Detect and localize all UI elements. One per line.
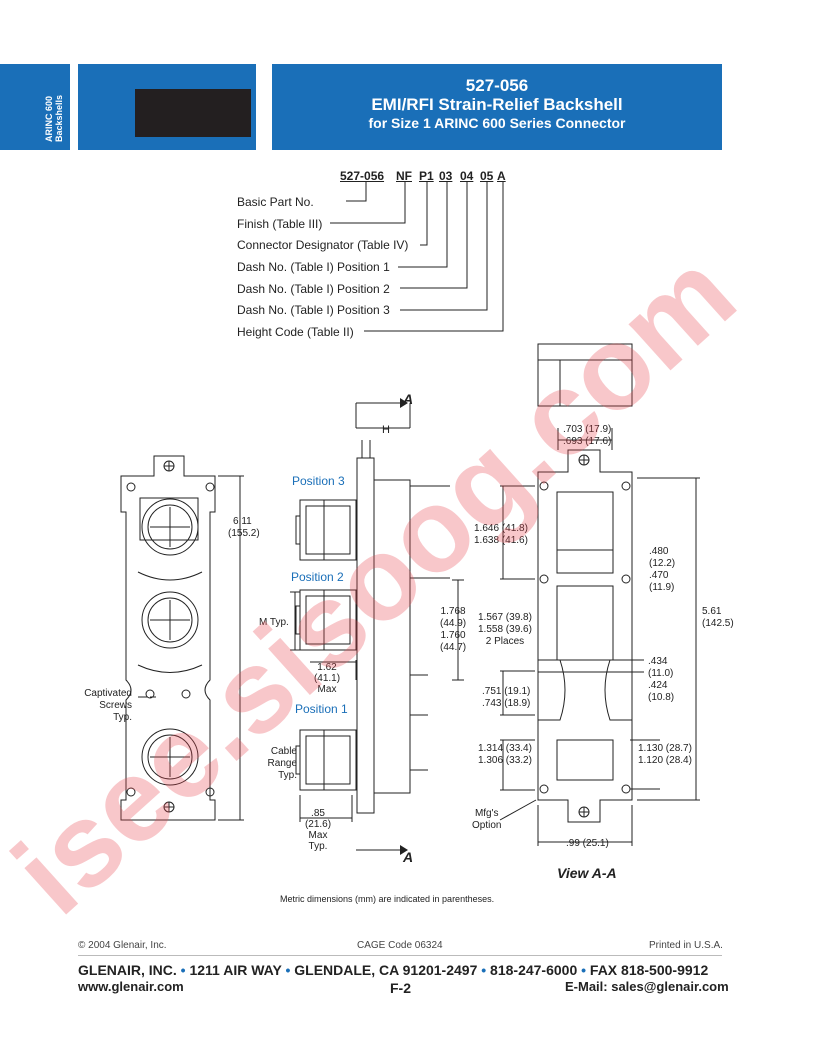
pn-label-height: Height Code (Table II) [237, 325, 354, 339]
pn-height: A [497, 169, 506, 183]
pn-finish: NF [396, 169, 412, 183]
pn-basic: 527-056 [340, 169, 385, 183]
dim-5-61: 5.61(142.5) [702, 606, 734, 629]
section-a-bottom: A [403, 849, 414, 865]
pn-label-dash3: Dash No. (Table I) Position 3 [237, 303, 390, 317]
dim-0-434: .434(11.0).424(10.8) [648, 656, 675, 703]
website-link[interactable]: www.glenair.com [78, 979, 184, 994]
address-line: GLENAIR, INC. • 1211 AIR WAY • GLENDALE,… [78, 962, 709, 978]
dim-0-480: .480(12.2).470(11.9) [649, 546, 676, 593]
page-header: 527-056 EMI/RFI Strain-Relief Backshell … [272, 64, 722, 150]
header-part-number: 527-056 [465, 76, 529, 95]
page-number: F-2 [390, 980, 411, 996]
position-3-label: Position 3 [292, 474, 345, 488]
pn-dash3: 05 [480, 169, 494, 183]
view-a-a-label: View A-A [557, 865, 617, 881]
pn-label-basic: Basic Part No. [237, 195, 314, 209]
cage-code: CAGE Code 06324 [357, 940, 443, 951]
section-a-top: A [403, 391, 414, 407]
dim-1-314: 1.314 (33.4)1.306 (33.2) [478, 743, 532, 766]
header-subtitle: for Size 1 ARINC 600 Series Connector [368, 115, 626, 131]
pn-label-dash2: Dash No. (Table I) Position 2 [237, 282, 390, 296]
dim-155-2: (155.2) [228, 528, 260, 539]
printed-in: Printed in U.S.A. [649, 940, 723, 951]
dim-1-768: 1.768(44.9)1.760(44.7) [440, 606, 467, 653]
logo-placeholder [135, 89, 251, 137]
metric-note: Metric dimensions (mm) are indicated in … [280, 894, 495, 904]
dim-1-646: 1.646 (41.8)1.638 (41.6) [474, 523, 528, 546]
pn-label-finish: Finish (Table III) [237, 217, 323, 231]
dim-h-label: H [382, 424, 390, 436]
position-1-label: Position 1 [295, 702, 348, 716]
dim-0-703: .703 (17.9).693 (17.6) [563, 424, 612, 447]
m-typ-label: M Typ. [259, 617, 289, 628]
dim-6-11: 6.11 [233, 516, 252, 527]
pn-label-dash1: Dash No. (Table I) Position 1 [237, 260, 390, 274]
header-title: EMI/RFI Strain-Relief Backshell [371, 95, 623, 114]
position-2-label: Position 2 [291, 570, 344, 584]
pn-connector: P1 [419, 169, 434, 183]
dim-1-567: 1.567 (39.8)1.558 (39.6)2 Places [478, 612, 532, 647]
email-link[interactable]: E-Mail: sales@glenair.com [565, 979, 729, 994]
copyright: © 2004 Glenair, Inc. [78, 940, 167, 951]
dim-1-130: 1.130 (28.7)1.120 (28.4) [638, 743, 692, 766]
pn-dash2: 04 [460, 169, 474, 183]
dim-1-62: 1.62(41.1)Max [313, 662, 341, 695]
pn-label-connector: Connector Designator (Table IV) [237, 238, 409, 252]
dim-0-99: .99 (25.1) [566, 838, 609, 849]
pn-dash1: 03 [439, 169, 453, 183]
section-side-tab: ARINC 600 Backshells [0, 64, 70, 150]
footer-divider [78, 955, 722, 956]
dim-0-751: .751 (19.1).743 (18.9) [482, 686, 531, 709]
